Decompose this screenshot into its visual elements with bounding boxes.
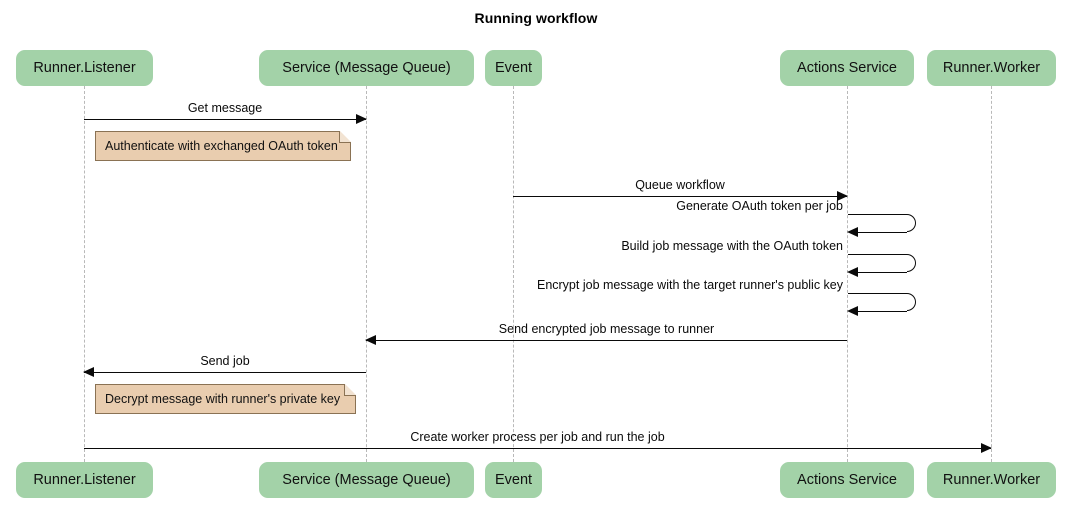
authenticate-note[interactable]: Authenticate with exchanged OAuth token: [95, 130, 351, 161]
self-message-label: Build job message with the OAuth token: [621, 239, 843, 253]
arrowhead-icon: [847, 266, 858, 277]
participant-actions-service-top[interactable]: Actions Service: [780, 50, 914, 86]
message-line: [513, 196, 847, 197]
arrowhead-icon: [981, 442, 992, 453]
arrowhead-icon: [837, 190, 848, 201]
participant-label: Service (Message Queue): [282, 60, 451, 76]
participant-runner-listener-top[interactable]: Runner.Listener: [16, 50, 153, 86]
message-line: [84, 119, 366, 120]
decrypt-note[interactable]: Decrypt message with runner's private ke…: [95, 383, 356, 414]
self-message-label: Encrypt job message with the target runn…: [536, 278, 843, 292]
message-label: Get message: [187, 101, 263, 115]
note-label: Authenticate with exchanged OAuth token: [105, 139, 338, 153]
message-label: Send job: [200, 354, 250, 368]
arrowhead-icon: [83, 366, 94, 377]
participant-event-top[interactable]: Event: [485, 50, 542, 86]
self-message-generate-oauth-token[interactable]: Generate OAuth token per job: [676, 199, 916, 237]
self-message-bottom-line: [857, 311, 907, 312]
participant-label: Event: [494, 60, 533, 76]
participant-label: Actions Service: [797, 472, 897, 488]
lifeline-runner-listener: [84, 86, 85, 462]
self-message-curve: [907, 254, 916, 272]
participant-event-bottom[interactable]: Event: [485, 462, 542, 498]
message-line: [84, 372, 366, 373]
participant-service-message-queue-top[interactable]: Service (Message Queue): [259, 50, 474, 86]
self-message-build-job-message[interactable]: Build job message with the OAuth token: [621, 239, 916, 277]
message-line: [84, 448, 991, 449]
message-label: Send encrypted job message to runner: [498, 322, 715, 336]
participant-runner-worker-top[interactable]: Runner.Worker: [927, 50, 1056, 86]
note-fold-corner-icon: [339, 130, 351, 143]
participant-service-message-queue-bottom[interactable]: Service (Message Queue): [259, 462, 474, 498]
participant-actions-service-bottom[interactable]: Actions Service: [780, 462, 914, 498]
arrowhead-icon: [847, 305, 858, 316]
self-message-bottom-line: [857, 272, 907, 273]
self-message-curve: [907, 293, 916, 311]
self-message-top-line: [848, 254, 907, 255]
message-line: [366, 340, 847, 341]
self-message-encrypt-job-message[interactable]: Encrypt job message with the target runn…: [537, 278, 916, 316]
participant-label: Runner.Worker: [942, 60, 1041, 76]
arrowhead-icon: [847, 226, 858, 237]
message-label: Queue workflow: [635, 178, 725, 192]
participant-label: Runner.Listener: [33, 60, 136, 76]
self-message-top-line: [848, 293, 907, 294]
participant-label: Actions Service: [797, 60, 897, 76]
message-label: Create worker process per job and run th…: [410, 430, 665, 444]
self-message-top-line: [848, 214, 907, 215]
participant-runner-listener-bottom[interactable]: Runner.Listener: [16, 462, 153, 498]
lifeline-runner-worker: [991, 86, 992, 462]
arrowhead-icon: [356, 113, 367, 124]
participant-label: Runner.Listener: [33, 472, 136, 488]
participant-label: Runner.Worker: [942, 472, 1041, 488]
self-message-label: Generate OAuth token per job: [676, 199, 843, 213]
note-label: Decrypt message with runner's private ke…: [105, 392, 341, 406]
lifeline-service-message-queue: [366, 86, 367, 462]
lifeline-event: [513, 86, 514, 462]
arrowhead-icon: [365, 334, 376, 345]
participant-label: Event: [494, 472, 533, 488]
self-message-curve: [907, 214, 916, 232]
note-fold-corner-icon: [344, 383, 356, 396]
diagram-title: Running workflow: [474, 10, 598, 26]
participant-runner-worker-bottom[interactable]: Runner.Worker: [927, 462, 1056, 498]
self-message-bottom-line: [857, 232, 907, 233]
participant-label: Service (Message Queue): [282, 472, 451, 488]
